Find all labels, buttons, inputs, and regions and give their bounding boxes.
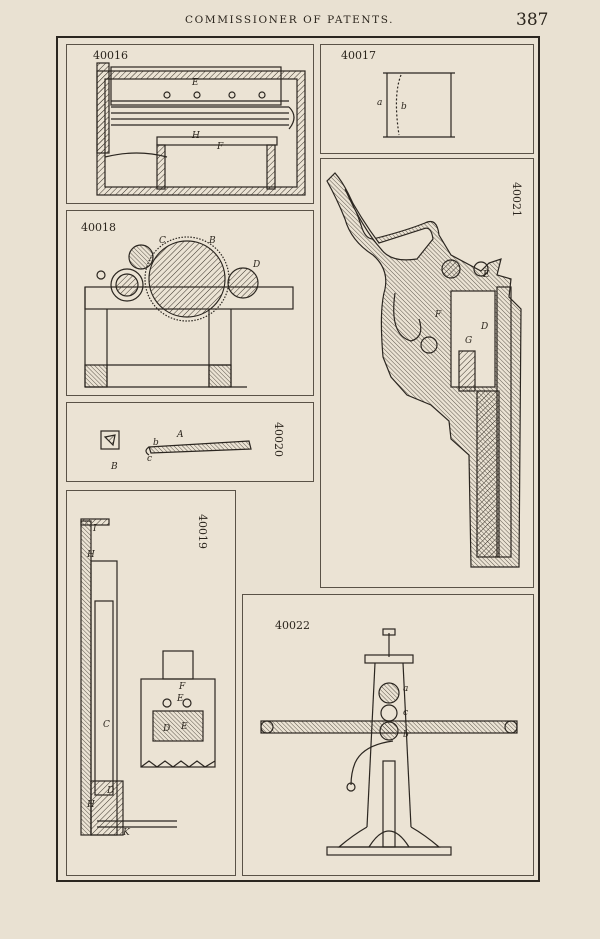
- svg-text:D: D: [106, 786, 114, 796]
- figure-40020-panel: 40020 A b c B: [66, 402, 314, 482]
- svg-text:G: G: [465, 336, 472, 346]
- figure-40017-drawing: a b: [377, 72, 455, 138]
- svg-text:E: E: [176, 694, 184, 704]
- svg-text:K: K: [122, 828, 131, 838]
- svg-text:b: b: [153, 438, 159, 448]
- svg-text:B: B: [110, 462, 118, 472]
- svg-text:H: H: [86, 800, 95, 810]
- svg-text:E: E: [180, 722, 188, 732]
- figure-number: 40022: [275, 619, 310, 632]
- patent-drawings-plate: 40016: [56, 36, 540, 882]
- svg-text:I: I: [92, 524, 97, 534]
- svg-text:b: b: [401, 102, 407, 112]
- figure-40022-drawing: a c b: [260, 628, 518, 856]
- figure-40021-panel: 40021 E D G F: [320, 158, 534, 588]
- figure-40021-drawing: E D G F: [326, 172, 522, 568]
- figure-number: 40018: [81, 221, 116, 234]
- figure-40022-panel: 40022 a c b: [242, 594, 534, 876]
- svg-text:F: F: [434, 310, 442, 320]
- svg-text:E: E: [191, 78, 199, 88]
- svg-text:C: C: [103, 720, 110, 730]
- svg-text:c: c: [147, 454, 152, 464]
- svg-text:C: C: [159, 236, 166, 246]
- figure-40019-panel: 40019 I H C H D K E F E D: [66, 490, 236, 876]
- svg-text:D: D: [252, 260, 260, 270]
- running-head: COMMISSIONER OF PATENTS.: [185, 14, 395, 26]
- svg-text:F: F: [178, 682, 186, 692]
- svg-text:H: H: [191, 131, 200, 141]
- svg-text:A: A: [176, 430, 184, 440]
- figure-number: 40017: [341, 49, 376, 62]
- svg-text:a: a: [403, 684, 408, 694]
- figure-40019-drawing: I H C H D K E F E D: [80, 518, 216, 838]
- figure-40020-drawing: A b c B: [100, 430, 252, 472]
- figure-40016-drawing: E H F: [96, 62, 306, 196]
- figure-number: 40016: [93, 49, 128, 62]
- svg-text:F: F: [216, 142, 224, 152]
- page-number: 387: [516, 10, 549, 30]
- svg-text:H: H: [86, 550, 95, 560]
- page-header: COMMISSIONER OF PATENTS. 387: [0, 10, 600, 34]
- svg-text:E: E: [482, 270, 490, 280]
- svg-text:D: D: [162, 724, 170, 734]
- svg-text:a: a: [377, 98, 382, 108]
- svg-text:B: B: [208, 236, 216, 246]
- svg-text:D: D: [480, 322, 488, 332]
- figure-40018-drawing: C B D: [84, 236, 294, 388]
- svg-text:b: b: [403, 730, 409, 740]
- figure-40016-panel: 40016: [66, 44, 314, 204]
- figure-40017-panel: 40017 a b: [320, 44, 534, 154]
- svg-text:c: c: [403, 708, 408, 718]
- figure-40018-panel: 40018 C B D: [66, 210, 314, 396]
